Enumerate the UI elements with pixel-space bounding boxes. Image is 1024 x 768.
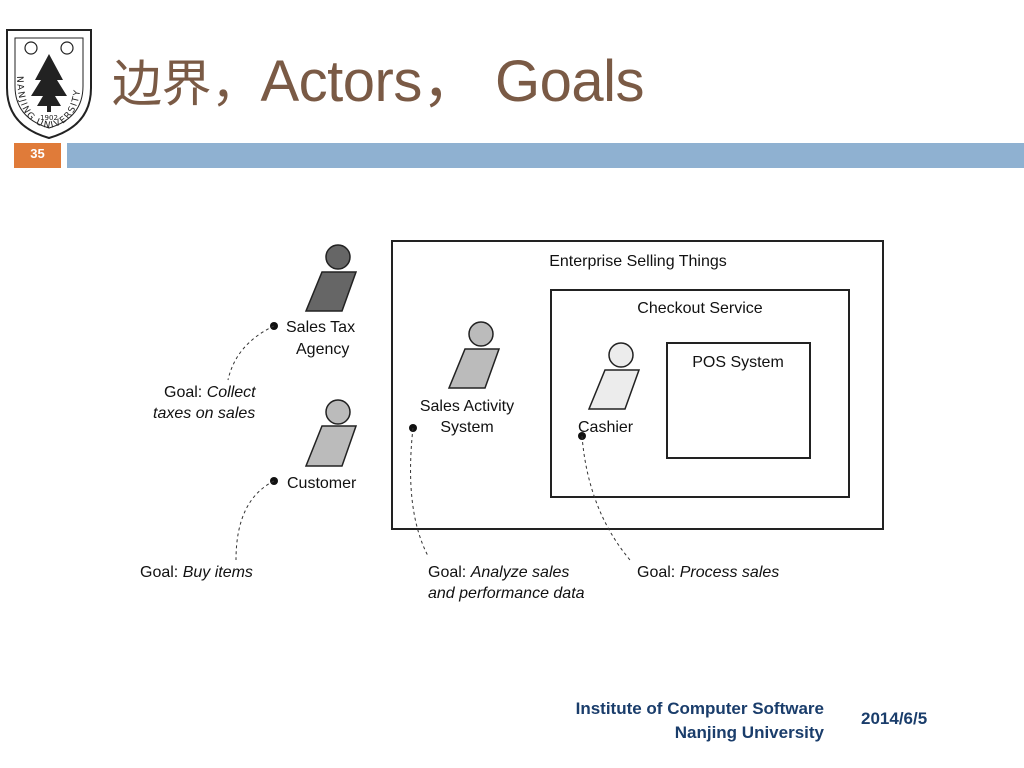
enterprise-boundary-box (391, 240, 884, 530)
actor-sales-tax-agency-icon (304, 244, 358, 312)
checkout-service-box (550, 289, 850, 498)
goal-process-sales-label: Goal: Process sales (637, 564, 779, 581)
actor-cashier-label: Cashier (578, 419, 634, 436)
logo-year: 1902 (40, 114, 58, 122)
tree-icon (31, 54, 67, 106)
goal-connector-line (581, 435, 631, 561)
page-title-chinese: 边界， (112, 55, 261, 113)
actor-cashier-icon (587, 342, 641, 410)
enterprise-label: Enterprise Selling Things (549, 253, 727, 270)
actor-sales-tax-agency-label: Sales Tax (286, 319, 355, 336)
footer-line2: Nanjing University (674, 723, 824, 742)
checkout-service-label: Checkout Service (637, 300, 762, 317)
goal-connector-line (235, 480, 275, 561)
footer-line1: Institute of Computer Software (575, 699, 824, 718)
header-rule-bar (67, 143, 1024, 168)
slide-number: 35 (30, 146, 45, 161)
goal-analyze-sales-label: Goal: Analyze sales (428, 564, 569, 581)
actor-customer-icon (304, 399, 358, 467)
footer-institution: Institute of Computer Software Nanjing U… (576, 697, 824, 745)
footer-date: 2014/6/5 (861, 709, 928, 728)
university-seal-logo: NANJING UNIVERSITY 1902 (6, 29, 92, 140)
page-title: 边界，Actors， Goals (112, 46, 644, 120)
goal-collect-taxes-label-line2: taxes on sales (153, 405, 255, 422)
goal-connector-line (227, 325, 275, 381)
actor-sales-activity-system-icon (447, 321, 501, 389)
actor-sales-activity-system-label-line2: System (440, 419, 493, 436)
pos-system-box (666, 342, 811, 459)
actor-sales-tax-agency-label-line2: Agency (296, 341, 349, 358)
goal-collect-taxes-label: Goal: Collect (164, 384, 256, 401)
pos-system-label: POS System (692, 354, 784, 371)
page-title-english: Actors， Goals (260, 49, 645, 114)
actor-sales-activity-system-label: Sales Activity (420, 398, 514, 415)
slide-number-bar (14, 143, 61, 168)
goal-buy-items-label: Goal: Buy items (140, 564, 253, 581)
actor-customer-label: Customer (287, 475, 357, 492)
goal-analyze-sales-label-line2: and performance data (428, 585, 585, 602)
goal-connector-line (410, 427, 429, 557)
